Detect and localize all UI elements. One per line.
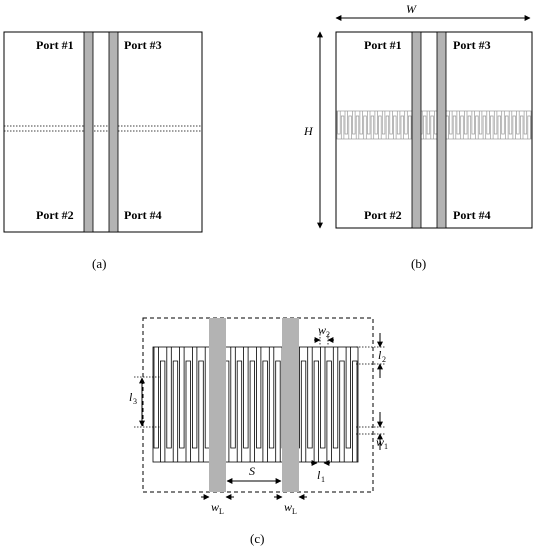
panel-b-port-2-label: Port #2	[364, 208, 402, 222]
panel-b-meander-slot	[336, 110, 532, 140]
panel-a-substrate	[3, 31, 203, 233]
panel-c-feed-line-right	[282, 318, 299, 492]
panel-a-port-1-label: Port #1	[36, 38, 74, 52]
panel-c-l1-subscript: 1	[321, 475, 325, 484]
panel-a-caption: (a)	[92, 256, 106, 271]
panel-b-port-4-label: Port #4	[453, 208, 491, 222]
panel-a-feed-line-left	[83, 31, 94, 233]
panel-a-port-3-label: Port #3	[124, 38, 162, 52]
panel-c-w2-subscript: 2	[326, 330, 330, 339]
panel-c-meander-outline	[152, 346, 359, 463]
panel-a: Port #1 Port #3 Port #2 Port #4 (a)	[3, 31, 203, 271]
panel-c-l1-label: l	[317, 468, 321, 482]
panel-b-height-label: H	[303, 124, 314, 138]
panel-c-S-label: S	[249, 464, 255, 478]
panel-a-feed-line-right	[108, 31, 119, 233]
panel-b-width-label: W	[406, 2, 417, 16]
panel-c-w2-label: w	[318, 323, 326, 337]
panel-c-feed-line-left	[209, 318, 226, 492]
panel-a-port-2-label: Port #2	[36, 208, 74, 222]
panel-b-feed-line-left	[411, 31, 422, 229]
panel-c-meander-slot	[152, 346, 359, 463]
panel-b-port-3-label: Port #3	[453, 38, 491, 52]
panel-c-l2-subscript: 2	[382, 355, 386, 364]
panel-b-meander-outline	[336, 110, 532, 140]
panel-c-w1-subscript: 1	[384, 442, 388, 451]
panel-b-substrate	[335, 31, 533, 229]
panel-c-meander-fingers	[153, 347, 358, 462]
panel-c-wL-right-subscript: L	[292, 507, 297, 516]
panel-c-l3-subscript: 3	[133, 397, 137, 406]
panel-a-port-4-label: Port #4	[124, 208, 162, 222]
panel-c-l2-label: l	[378, 348, 382, 362]
panel-c-wL-left-subscript: L	[219, 507, 224, 516]
panel-c-wL-right-label: w	[284, 500, 292, 514]
panel-b-port-1-label: Port #1	[364, 38, 402, 52]
panel-c-caption: (c)	[250, 531, 264, 546]
panel-c: w 2 l 2 l 3 w 1 l 1 S w L	[129, 317, 388, 546]
panel-c-l3-label: l	[129, 390, 133, 404]
panel-c-w1-label: w	[376, 435, 384, 449]
panel-c-wL-left-label: w	[211, 500, 219, 514]
panel-b-caption: (b)	[411, 256, 426, 271]
panel-b-feed-line-right	[436, 31, 447, 229]
panel-b: W H Port #1 Port #3 Port #2 Port #4 (b)	[303, 2, 533, 271]
